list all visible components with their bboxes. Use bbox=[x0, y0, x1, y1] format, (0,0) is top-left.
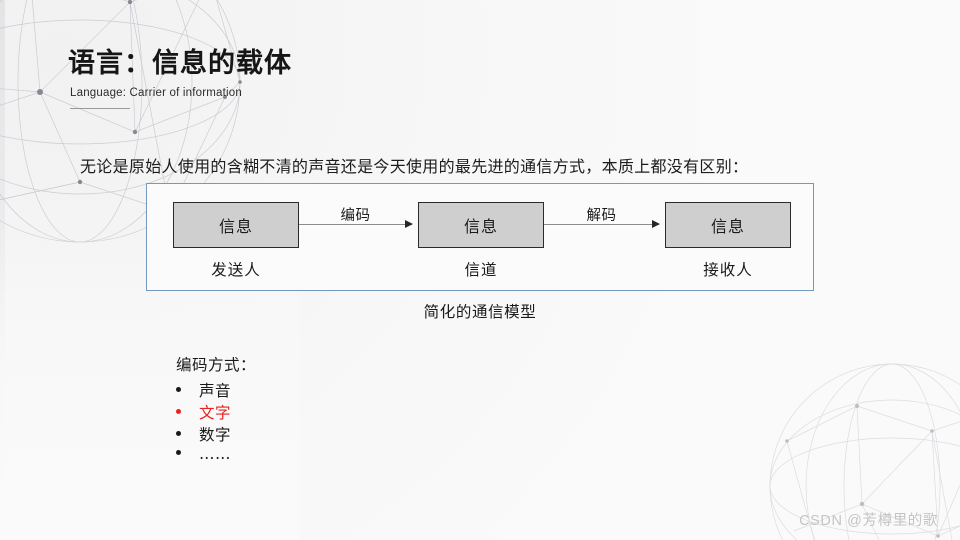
list-item: 文字 bbox=[176, 401, 256, 423]
left-accent-edge bbox=[0, 0, 5, 540]
bullet-dot-icon bbox=[176, 387, 181, 392]
list-item: 声音 bbox=[176, 379, 256, 401]
communication-model-diagram: 信息 信息 信息 编码 解码 发送人 信道 接收人 bbox=[146, 183, 814, 291]
diagram-node-sender: 信息 bbox=[173, 202, 299, 248]
encoding-methods-list: 声音 文字 数字 …… bbox=[176, 379, 256, 467]
bullet-dot-icon bbox=[176, 431, 181, 436]
encoding-methods-heading: 编码方式： bbox=[176, 356, 257, 374]
lead-paragraph: 无论是原始人使用的含糊不清的声音还是今天使用的最先进的通信方式，本质上都没有区别… bbox=[80, 157, 749, 176]
bullet-dot-icon bbox=[176, 409, 181, 414]
diagram-sublabel-channel: 信道 bbox=[464, 261, 498, 279]
list-item-label: 声音 bbox=[199, 382, 232, 400]
diagram-node-channel: 信息 bbox=[418, 202, 544, 248]
list-item-label: …… bbox=[199, 445, 231, 463]
diagram-sublabel-receiver: 接收人 bbox=[703, 261, 753, 279]
arrow-encode: 编码 bbox=[299, 208, 413, 228]
list-item: 数字 bbox=[176, 423, 256, 445]
list-item-label: 文字 bbox=[199, 404, 232, 422]
csdn-watermark: CSDN @芳樽里的歌 bbox=[799, 513, 938, 529]
arrow-decode: 解码 bbox=[544, 208, 660, 228]
diagram-node-row: 信息 信息 信息 编码 解码 bbox=[147, 202, 813, 248]
slide-header: 语言：信息的载体 Language: Carrier of informatio… bbox=[68, 46, 628, 109]
page-title: 语言：信息的载体 bbox=[68, 48, 292, 78]
list-item: …… bbox=[176, 445, 256, 467]
list-item-label: 数字 bbox=[199, 426, 232, 444]
encoding-methods-block: 编码方式： 声音 文字 数字 …… bbox=[176, 354, 256, 467]
diagram-sublabel-sender: 发送人 bbox=[211, 261, 261, 279]
title-underline-rule bbox=[70, 108, 130, 109]
diagram-caption: 简化的通信模型 bbox=[423, 303, 537, 321]
diagram-node-receiver: 信息 bbox=[665, 202, 791, 248]
page-subtitle: Language: Carrier of information bbox=[70, 87, 242, 99]
bullet-dot-icon bbox=[176, 450, 181, 455]
arrow-label-encode: 编码 bbox=[340, 208, 371, 224]
diagram-sublabel-row: 发送人 信道 接收人 bbox=[147, 258, 813, 282]
arrow-label-decode: 解码 bbox=[586, 208, 617, 224]
